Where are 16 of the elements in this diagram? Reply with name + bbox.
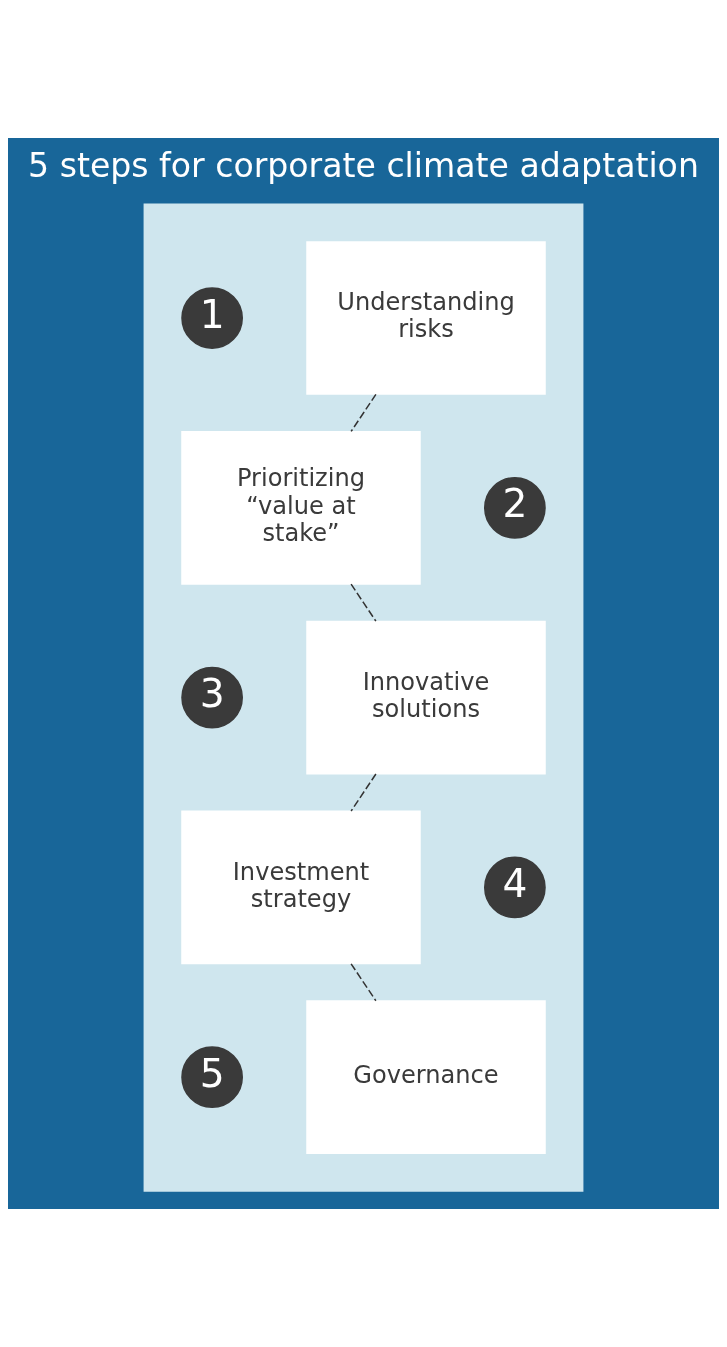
node-box: Innovative solutions (306, 620, 546, 775)
node-label: 2 (502, 481, 528, 527)
connector (350, 963, 377, 1002)
cluster (143, 203, 584, 1192)
node-box: Investment strategy (181, 810, 421, 965)
connector (350, 773, 377, 812)
node-label: 1 (199, 291, 225, 337)
connector (350, 393, 377, 433)
node-label: 3 (199, 671, 225, 717)
node-box: Prioritizing “value at stake” (181, 430, 421, 585)
node-box: Understanding risks (306, 241, 546, 395)
node-label: 5 (199, 1050, 225, 1096)
node-box: Governance (306, 1000, 546, 1155)
connector (350, 583, 377, 622)
node-label: 4 (502, 860, 528, 906)
diagram-title: 5 steps for corporate climate adaptation (28, 145, 699, 185)
